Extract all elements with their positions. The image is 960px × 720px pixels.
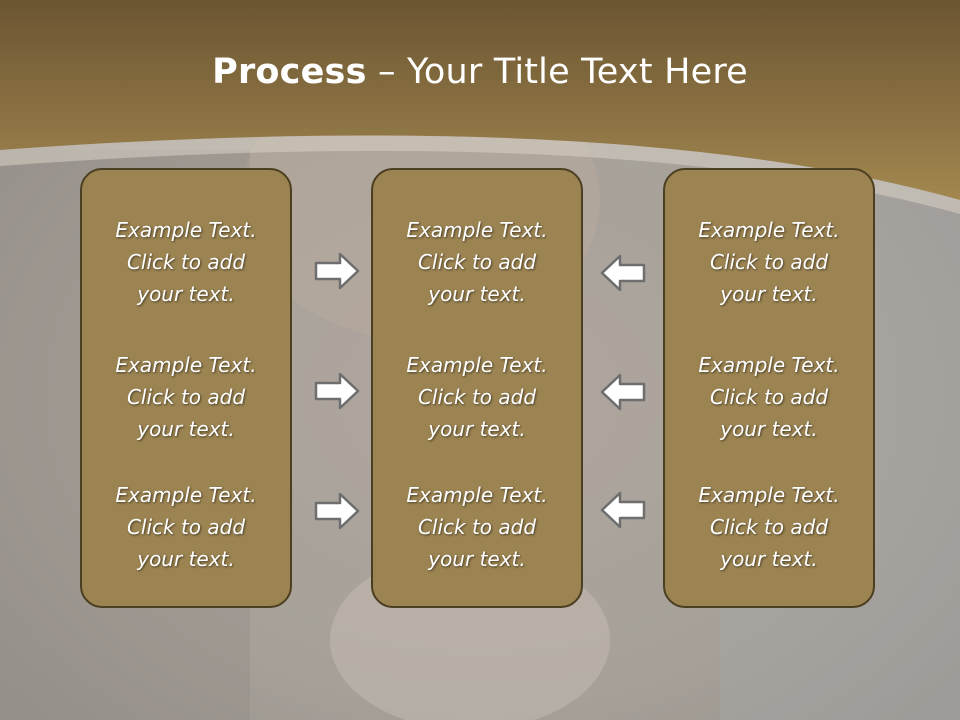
right-arrow-icon: [314, 372, 360, 410]
left-arrow-icon: [600, 491, 646, 529]
left-arrow-icon: [600, 254, 646, 292]
left-arrow-icon: [600, 373, 646, 411]
right-arrow-icon: [314, 252, 360, 290]
slide-title[interactable]: Process – Your Title Text Here: [0, 52, 960, 92]
title-rest: – Your Title Text Here: [366, 52, 748, 92]
right-arrow-icon: [314, 492, 360, 530]
title-bold: Process: [212, 52, 367, 92]
